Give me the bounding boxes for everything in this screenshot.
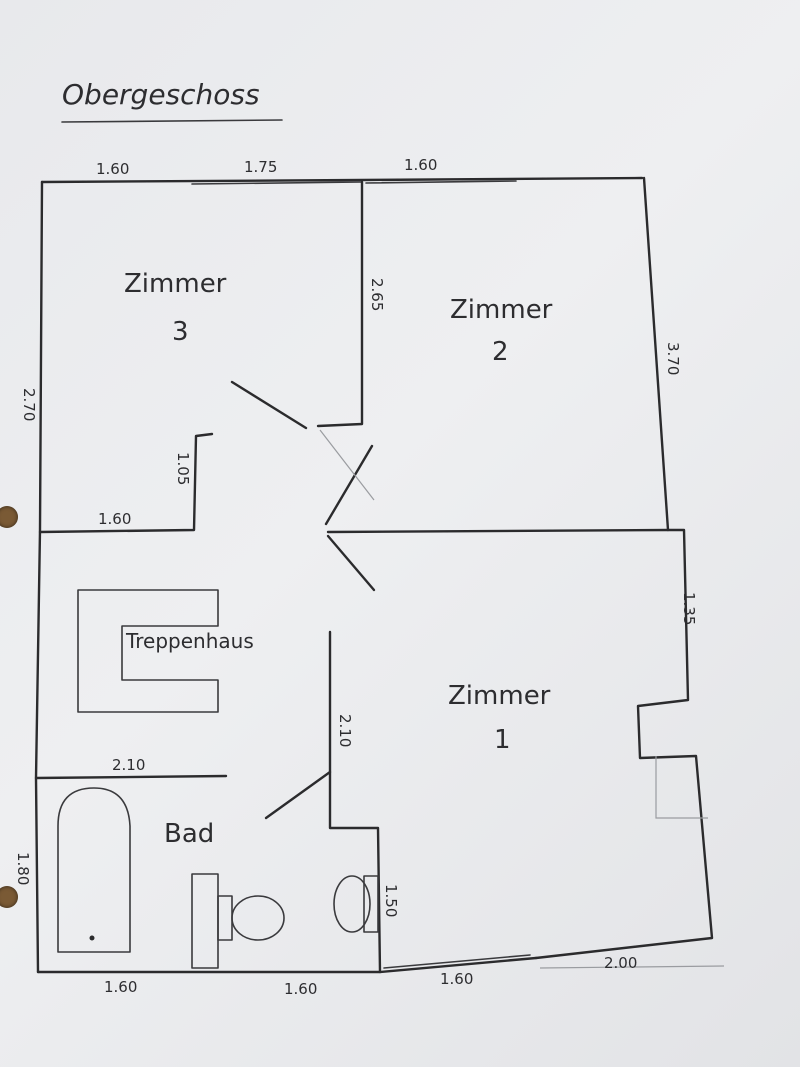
punch-hole-lower (0, 886, 18, 908)
outer-wall-right (534, 176, 714, 960)
room-label-zimmer3: Zimmer (124, 269, 227, 299)
zimmer3-door-leaf (230, 380, 308, 430)
dim-top-3: 1.60 (404, 156, 437, 174)
faint-sketch-bottom (539, 965, 725, 969)
bad-door-leaf (264, 770, 332, 820)
dim-bottom-2: 1.60 (284, 980, 317, 998)
bathtub-drain (89, 935, 95, 941)
zimmer2-bottom-wall (326, 528, 670, 534)
title-underline (61, 119, 283, 123)
dim-right-lower: 1.35 (680, 592, 698, 625)
toilet-bowl (231, 895, 285, 941)
dim-zimmer3-wall: 2.65 (368, 278, 386, 311)
dim-hall-wall: 2.10 (336, 714, 354, 747)
room-number-zimmer3: 3 (172, 317, 189, 347)
plan-title: Obergeschoss (62, 78, 260, 111)
outer-wall-left (34, 180, 44, 974)
zimmer2-door-leaf (324, 444, 374, 526)
window-bottom (383, 954, 531, 969)
room-label-bad: Bad (164, 819, 214, 849)
dim-wc-wall: 1.50 (382, 884, 400, 917)
dim-zimmer3-bottom: 1.60 (98, 510, 131, 528)
zimmer1-left-wall (328, 630, 382, 974)
washbasin (333, 875, 371, 933)
zimmer1-door-leaf (326, 534, 376, 592)
window-top-right (365, 180, 517, 184)
dim-bottom-3: 1.60 (440, 970, 473, 988)
dim-top-1: 1.60 (96, 160, 129, 178)
room-label-treppenhaus: Treppenhaus (125, 629, 254, 653)
window-top-middle (191, 181, 363, 185)
bathtub (57, 787, 131, 953)
room-number-zimmer2: 2 (492, 337, 509, 367)
dim-bottom-4: 2.00 (604, 954, 637, 972)
dim-zimmer3-stub: 1.05 (174, 452, 192, 485)
zimmer3-stub-wall (38, 432, 214, 534)
dim-top-2: 1.75 (244, 158, 277, 176)
room-label-zimmer2: Zimmer (450, 295, 553, 325)
door-swing-hint (319, 429, 375, 501)
room-number-zimmer1: 1 (494, 725, 511, 755)
dim-bottom-1: 1.60 (104, 978, 137, 996)
zimmer3-right-wall (316, 180, 364, 428)
punch-hole-upper (0, 506, 18, 528)
bad-top-wall (34, 774, 228, 780)
stairs-outline (77, 589, 219, 713)
toilet-tank (217, 895, 233, 941)
dim-bad-left: 1.80 (14, 852, 32, 885)
vanity-counter (191, 873, 219, 969)
dim-left-upper: 2.70 (20, 388, 38, 421)
dim-right-upper: 3.70 (664, 342, 682, 375)
dim-bad-top: 2.10 (112, 756, 145, 774)
faint-sketch-right (655, 756, 708, 819)
washbasin-mount (363, 875, 379, 933)
room-label-zimmer1: Zimmer (448, 681, 551, 711)
outer-wall-top (40, 176, 644, 184)
